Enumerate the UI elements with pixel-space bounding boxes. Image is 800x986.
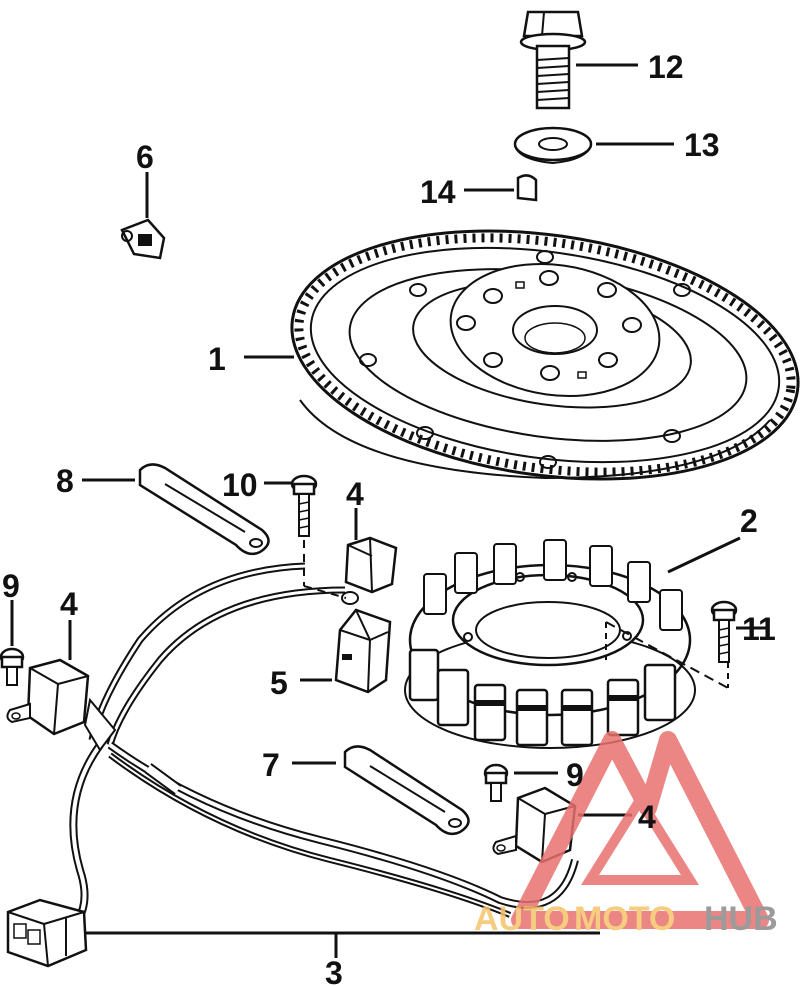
stator xyxy=(404,539,729,749)
flywheel xyxy=(290,229,800,481)
wire-harness xyxy=(69,562,579,923)
callout-9-left: 9 xyxy=(2,568,20,604)
callout-2: 2 xyxy=(740,503,758,539)
callout-5: 5 xyxy=(270,665,288,701)
callout-9-right: 9 xyxy=(566,757,584,793)
connector-4-top xyxy=(341,536,398,605)
screw-9-left xyxy=(0,647,25,686)
callout-4-right: 4 xyxy=(638,799,656,835)
screw-11 xyxy=(710,600,738,663)
callout-10: 10 xyxy=(222,467,258,503)
callout-7: 7 xyxy=(262,747,280,783)
harness-plug xyxy=(6,898,88,968)
callout-12: 12 xyxy=(648,49,684,85)
callout-6: 6 xyxy=(136,139,154,175)
watermark-text-auto: AUTO xyxy=(474,900,570,938)
callout-4-top: 4 xyxy=(346,476,364,512)
callout-labels: 1 2 3 4 4 4 5 6 7 8 9 9 10 11 12 13 14 xyxy=(2,49,776,986)
callout-11: 11 xyxy=(742,611,776,647)
callout-3: 3 xyxy=(325,955,343,986)
sleeve-5 xyxy=(334,608,392,694)
washer xyxy=(513,126,593,165)
leader-lines xyxy=(10,63,766,958)
woodruff-key xyxy=(516,174,538,202)
callout-13: 13 xyxy=(684,127,720,163)
callout-8: 8 xyxy=(56,463,74,499)
watermark-text-moto: MOTO xyxy=(574,900,675,938)
screw-9-right xyxy=(483,763,509,802)
flywheel-bolt xyxy=(519,10,587,110)
watermark-logo: AUTO MOTO HUB xyxy=(474,731,778,938)
strap-7 xyxy=(343,745,470,836)
screw-10 xyxy=(290,474,318,537)
strap-8 xyxy=(138,463,270,556)
callout-4-left: 4 xyxy=(60,586,78,622)
callout-1: 1 xyxy=(208,341,226,377)
connector-4-left xyxy=(6,658,90,736)
watermark-text-hub: HUB xyxy=(704,900,778,938)
clip-6 xyxy=(120,218,166,260)
callout-14: 14 xyxy=(420,174,456,210)
assembly-lines xyxy=(303,540,347,599)
